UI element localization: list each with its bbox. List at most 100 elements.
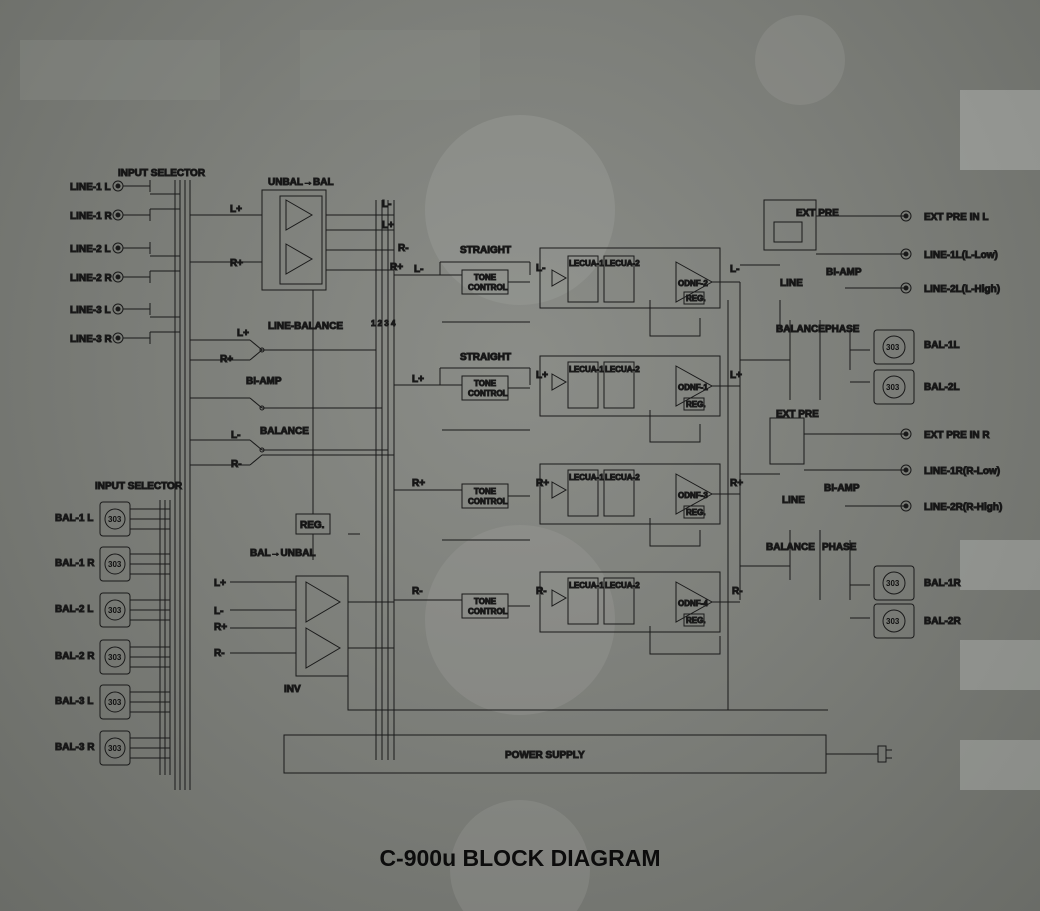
bi-amp-label: BI-AMP <box>246 376 282 387</box>
bal-unbal-block <box>230 533 828 711</box>
bus-label-rplus: R+ <box>390 262 403 273</box>
rca-input-label: LINE-3 R <box>70 334 112 345</box>
straight-label-bottom: STRAIGHT <box>460 352 511 363</box>
svg-text:TONE: TONE <box>474 379 497 388</box>
bal-label-rminus: R- <box>214 648 225 659</box>
svg-text:CONTROL: CONTROL <box>468 389 508 398</box>
line-balance-label: LINE-BALANCE <box>268 321 343 332</box>
balance-label: BALANCE <box>260 426 309 437</box>
bal-label-lminus: L- <box>214 606 223 617</box>
ext-pre-label-l: EXT PRE <box>796 208 839 219</box>
svg-text:303: 303 <box>886 383 900 392</box>
bal-out-2l: BAL-2L <box>924 382 960 393</box>
diagram-title: C-900u BLOCK DIAGRAM <box>379 845 661 871</box>
rca-selector-wiring <box>123 180 191 790</box>
svg-text:303: 303 <box>886 343 900 352</box>
amp-out-rminus: R- <box>732 586 743 597</box>
amp-out-lminus: L- <box>730 264 739 275</box>
tc-label-lminus: L- <box>414 264 423 275</box>
rca-input-label: LINE-2 R <box>70 273 112 284</box>
inv-label: INV <box>284 684 301 695</box>
amp-in-rminus: R- <box>536 586 547 597</box>
svg-text:LECUA-1: LECUA-1 <box>569 365 604 374</box>
svg-text:LECUA-2: LECUA-2 <box>605 259 640 268</box>
output-rca-jack-icons <box>900 210 912 512</box>
balance-label-l: BALANCE <box>776 324 825 335</box>
line-label-r: LINE <box>782 495 805 506</box>
svg-text:LECUA-2: LECUA-2 <box>605 365 640 374</box>
tc-label-rminus: R- <box>412 586 423 597</box>
right-selectors-r <box>740 417 906 619</box>
output-xlr-jack-icons: 303 303 303 303 <box>873 329 915 639</box>
bus-label-rminus: R- <box>398 243 409 254</box>
bal-out-2r: BAL-2R <box>924 616 961 627</box>
phase-label-l: PHASE <box>825 324 860 335</box>
rca-inputs: LINE-1 L LINE-1 R LINE-2 L LINE-2 R LINE… <box>70 182 113 346</box>
power-supply-label: POWER SUPPLY <box>505 750 585 761</box>
bal-unbal-label: BAL→UNBAL <box>250 548 316 559</box>
input-selector-bottom-label: INPUT SELECTOR <box>95 481 183 492</box>
mode-switches <box>190 339 394 466</box>
input-selector-top-label: INPUT SELECTOR <box>118 168 206 179</box>
svg-text:REG.: REG. <box>686 294 706 303</box>
svg-text:303: 303 <box>886 617 900 626</box>
svg-text:TONE: TONE <box>474 597 497 606</box>
amp-out-rplus: R+ <box>730 478 743 489</box>
svg-text:LECUA-1: LECUA-1 <box>569 259 604 268</box>
svg-text:303: 303 <box>108 606 122 615</box>
reg-label: REG. <box>300 520 325 531</box>
output-labels-r: EXT PRE IN R LINE-1R(R-Low) LINE-2R(R-Hi… <box>924 430 1003 514</box>
signal-label-lplus: L+ <box>230 204 242 215</box>
tc-label-lplus: L+ <box>412 374 424 385</box>
svg-text:LINE-2R(R-High): LINE-2R(R-High) <box>924 502 1002 513</box>
tc-label-rplus: R+ <box>412 478 425 489</box>
xlr-input-label: BAL-2 L <box>55 604 93 615</box>
right-selectors-l <box>739 199 906 600</box>
svg-text:303: 303 <box>886 579 900 588</box>
svg-text:ODNF-3: ODNF-3 <box>678 491 708 500</box>
balance-label-r: BALANCE <box>766 542 815 553</box>
svg-text:303: 303 <box>108 560 122 569</box>
svg-text:ODNF-2: ODNF-2 <box>678 279 708 288</box>
svg-text:REG.: REG. <box>686 508 706 517</box>
amp-in-lminus: L- <box>536 263 545 274</box>
svg-text:EXT PRE IN R: EXT PRE IN R <box>924 430 990 441</box>
unbal-bal-label: UNBAL→BAL <box>268 177 334 188</box>
amp-in-lplus: L+ <box>536 370 548 381</box>
bi-amp-label-l: BI-AMP <box>826 267 862 278</box>
tone-control-labels: TONE CONTROL TONE CONTROL TONE CONTROL T… <box>468 273 509 617</box>
rca-input-label: LINE-1 L <box>70 182 111 193</box>
svg-text:LINE-1L(L-Low): LINE-1L(L-Low) <box>924 250 998 261</box>
svg-text:LINE-1R(R-Low): LINE-1R(R-Low) <box>924 466 1000 477</box>
rca-input-label: LINE-1 R <box>70 211 112 222</box>
xlr-input-label: BAL-1 L <box>55 513 93 524</box>
amp-channel-4 <box>539 571 721 633</box>
bal-label-rplus: R+ <box>214 622 227 633</box>
svg-text:REG.: REG. <box>686 616 706 625</box>
power-supply-block <box>283 734 892 774</box>
amp-in-rplus: R+ <box>536 478 549 489</box>
svg-text:LECUA-1: LECUA-1 <box>569 581 604 590</box>
xlr-jack-icons: 303 303 303 303 303 303 <box>99 501 131 766</box>
bal-label-lplus: L+ <box>214 578 226 589</box>
amp-channel-1 <box>539 247 721 309</box>
bus-lines <box>326 200 395 760</box>
rca-jack-icons <box>112 180 124 344</box>
odnf-labels: ODNF-2 ODNF-1 ODNF-3 ODNF-4 <box>678 279 709 609</box>
xlr-input-label: BAL-3 L <box>55 696 93 707</box>
svg-text:ODNF-1: ODNF-1 <box>678 383 708 392</box>
svg-text:ODNF-4: ODNF-4 <box>678 599 708 608</box>
sw-label-lminus: L- <box>231 430 240 441</box>
svg-text:303: 303 <box>108 698 122 707</box>
bi-amp-label-r: BI-AMP <box>824 483 860 494</box>
svg-text:303: 303 <box>108 653 122 662</box>
svg-text:TONE: TONE <box>474 487 497 496</box>
unbal-bal-block <box>261 189 327 291</box>
svg-text:LECUA-2: LECUA-2 <box>605 473 640 482</box>
xlr-inputs: BAL-1 L BAL-1 R BAL-2 L BAL-2 R BAL-3 L … <box>55 513 96 754</box>
svg-text:CONTROL: CONTROL <box>468 607 508 616</box>
